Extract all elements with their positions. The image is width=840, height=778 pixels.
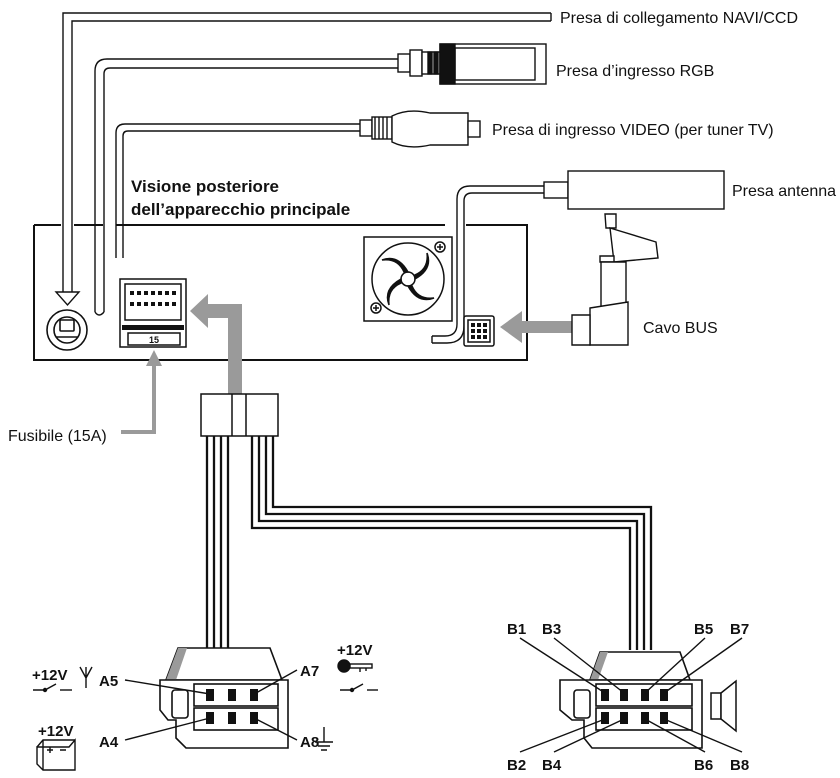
navi-ccd-socket bbox=[46, 309, 88, 351]
main-unit-rear bbox=[33, 224, 528, 361]
unit-title-line2: dell’apparecchio principale bbox=[131, 200, 350, 219]
bus-arrow bbox=[500, 311, 572, 343]
unit-title-line1: Visione posteriore bbox=[131, 177, 279, 196]
voltage-label-ignition: +12V bbox=[337, 642, 372, 659]
pin-label-b1: B1 bbox=[507, 621, 526, 638]
bus-socket bbox=[463, 315, 495, 347]
plug-a bbox=[159, 647, 289, 749]
switch-symbol-a bbox=[33, 683, 72, 693]
switch-symbol-ignition bbox=[340, 683, 378, 693]
pin-label-a5: A5 bbox=[99, 673, 118, 690]
pin-label-a4: A4 bbox=[99, 734, 119, 751]
voltage-label-a: +12V bbox=[32, 667, 67, 684]
harness-connector bbox=[200, 393, 279, 437]
video-label: Presa di ingresso VIDEO (per tuner TV) bbox=[492, 122, 774, 139]
navi-ccd-label: Presa di collegamento NAVI/CCD bbox=[560, 10, 798, 27]
pin-label-b5: B5 bbox=[694, 621, 713, 638]
fuse-label: Fusibile (15A) bbox=[8, 428, 107, 445]
pin-label-b4: B4 bbox=[542, 757, 562, 774]
pin-label-a8: A8 bbox=[300, 734, 319, 751]
plug-a-leaders bbox=[124, 669, 298, 741]
fuse-pointer bbox=[121, 350, 162, 434]
speaker-icon bbox=[710, 679, 737, 733]
pin-label-b7: B7 bbox=[730, 621, 749, 638]
pin-label-b8: B8 bbox=[730, 757, 749, 774]
harness-wires bbox=[205, 436, 653, 650]
ignition-key-icon bbox=[337, 659, 373, 673]
plug-b-leaders bbox=[519, 637, 743, 753]
plug-b bbox=[559, 651, 703, 749]
antenna-cable bbox=[431, 185, 546, 344]
antenna-symbol-a bbox=[79, 666, 93, 688]
voltage-label-battery: +12V bbox=[38, 723, 73, 740]
bus-label: Cavo BUS bbox=[643, 320, 718, 337]
antenna-plug bbox=[543, 170, 725, 210]
rgb-plug bbox=[397, 43, 547, 85]
navi-ccd-cable bbox=[54, 12, 552, 307]
pin-label-b2: B2 bbox=[507, 757, 526, 774]
harness-arrow bbox=[190, 294, 242, 394]
rgb-label: Presa d’ingresso RGB bbox=[556, 63, 714, 80]
bus-cable-plug bbox=[571, 213, 659, 346]
pin-label-b3: B3 bbox=[542, 621, 561, 638]
rgb-cable bbox=[94, 58, 400, 316]
video-cable bbox=[115, 123, 362, 258]
antenna-label: Presa antenna bbox=[732, 183, 836, 200]
pin-label-b6: B6 bbox=[694, 757, 713, 774]
pin-label-a7: A7 bbox=[300, 663, 319, 680]
fuse-value: 15 bbox=[149, 335, 159, 345]
power-socket bbox=[119, 278, 187, 348]
fan bbox=[363, 236, 453, 322]
ground-icon bbox=[315, 727, 333, 751]
video-plug bbox=[359, 110, 481, 148]
battery-icon bbox=[36, 738, 76, 771]
